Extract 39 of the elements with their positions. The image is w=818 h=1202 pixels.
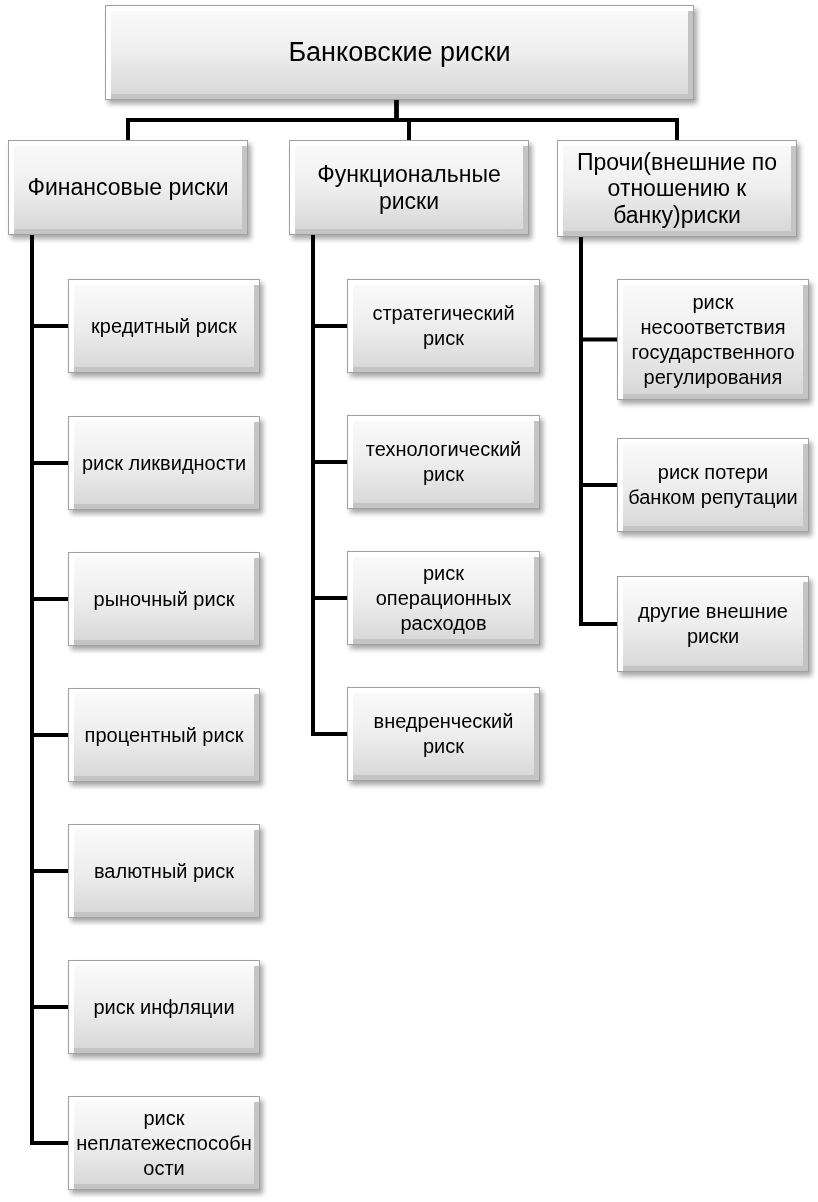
risk-category-box [347,415,540,509]
risk-label: валютный риск [93,858,235,884]
risk-label: процентный риск [84,722,244,748]
risk-label: рыночный риск [93,586,235,612]
risk-category-box [68,688,260,782]
risk-label: риск операционных расходов [374,560,513,636]
risk-category-box [68,552,260,646]
risk-label: Финансовые риски [27,174,229,201]
risk-label: риск инфляции [93,994,235,1020]
risk-label: Функциональные риски [316,161,502,214]
risk-category-box [68,416,260,510]
risk-category-box [68,279,260,373]
risk-label: риск ликвидности [81,450,247,476]
risk-label: риск потери банком репутации [627,460,799,510]
risk-category-box [617,279,809,400]
risk-label: риск неплатежеспособности [75,1105,253,1181]
risk-category-box [8,140,248,235]
risk-category-box [68,960,260,1054]
risk-label: Прочи(внешние по отношению к банку)риски [575,148,779,229]
risk-category-box [617,576,809,672]
connector-line [311,235,347,736]
risk-label: другие внешние риски [637,599,789,649]
risk-label: риск несоответствия государственного регулирования [630,289,796,390]
root-risk-box [105,5,694,100]
risk-category-box [617,438,809,532]
risk-category-box [347,551,540,645]
risk-label: внедренческий риск [372,709,515,759]
risk-category-box [289,140,529,235]
risk-category-box [557,140,797,237]
risk-category-box [347,279,540,373]
risk-category-box [68,824,260,918]
risk-label: технологический риск [364,437,523,487]
risk-category-box [68,1096,260,1190]
connector-line [579,237,617,626]
risk-label: кредитный риск [91,313,237,339]
connector-line [394,100,679,140]
risk-category-box [347,687,540,781]
risk-label: стратегический риск [371,301,516,351]
risk-label: Банковские риски [288,36,511,69]
